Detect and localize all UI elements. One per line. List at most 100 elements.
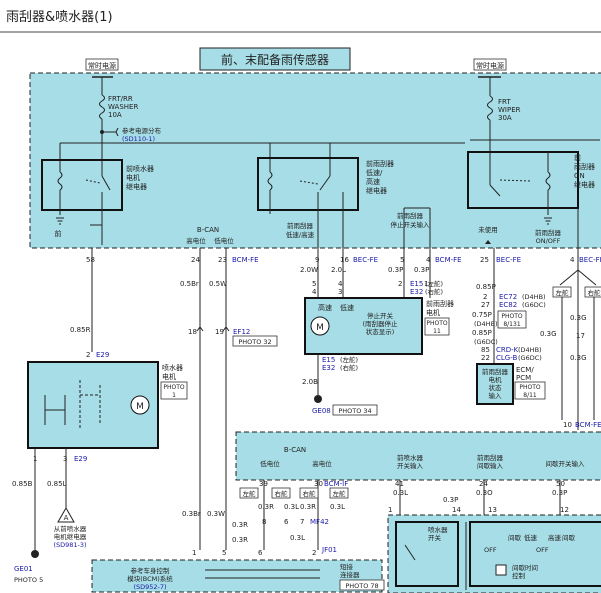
crd-tag: (D4HB) [518, 346, 542, 354]
bcm-l3: (SD952-7) [133, 583, 166, 591]
pin-7: 7 [300, 518, 304, 526]
pin-1-bottom: 1 [192, 549, 196, 557]
junction-l1: 短接 [340, 562, 354, 571]
photo8-131-box [497, 310, 527, 329]
wire-03l-b: 0.3L [284, 503, 299, 511]
photo11-l2: 11 [433, 328, 441, 335]
wire-03r-b: 0.3R [300, 503, 316, 511]
pin-1-sw: 1 [388, 506, 392, 514]
conn-ec82: EC82 [499, 301, 517, 309]
right-hand-tag [271, 487, 291, 499]
photo78: PHOTO 78 [345, 582, 378, 590]
sw-mist: 间歇 [562, 533, 576, 542]
washer-circuit-icon [44, 395, 66, 425]
photo34: PHOTO 34 [338, 407, 371, 415]
zone-banner [199, 47, 351, 71]
pin-22: 22 [481, 354, 490, 362]
left-hand-text: 左舵 [333, 489, 347, 498]
stop-sw-l1: 停止开关 [367, 311, 394, 320]
wire [499, 179, 531, 182]
photo78-box [339, 579, 385, 591]
onoff-l2: ON/OFF [536, 237, 561, 245]
pin-2-ec: 2 [483, 293, 487, 301]
power-label-right-text: 常时电源 [476, 61, 504, 70]
washer-circuit-icon [79, 380, 101, 430]
pin-2-motor: 2 [398, 280, 402, 288]
pin-25: 25 [480, 256, 489, 264]
pin-19: 19 [215, 328, 224, 336]
connector-triangle-icon [57, 506, 75, 523]
fuse-left-l2: WASHER [108, 103, 138, 111]
pin-10: 10 [563, 421, 572, 429]
stop-sw-l3: 状态显示) [366, 327, 395, 336]
ecm-pcm-l2: PCM [516, 374, 531, 382]
wire-03r-c: 0.3R [232, 521, 248, 529]
fuse-right-l1: FRT [498, 98, 511, 106]
conn-bcm-fe: BCM-FE [232, 256, 259, 264]
power-ref-code: (SD110-1) [122, 135, 155, 143]
on-relay-l2: 雨刮器 [574, 162, 595, 171]
photo1-l1: PHOTO [163, 384, 185, 391]
wire [299, 180, 319, 185]
sw-delay: 间歇时间 [512, 563, 538, 572]
right-tag: (右舵) [425, 287, 443, 296]
motor-high-label: 高速 [318, 303, 332, 312]
pin-12: 12 [560, 506, 569, 514]
bcm-zone [235, 431, 601, 481]
wire-03g-c: 0.3G [570, 354, 587, 362]
on-relay-l4: 继电器 [574, 180, 595, 189]
switch-contact-icon [404, 544, 416, 561]
conn-ge01: GE01 [14, 565, 33, 573]
conn-bcm-if: BCM-IF [324, 480, 348, 488]
wire-20b: 2.0B [302, 378, 318, 386]
pin-24: 24 [191, 256, 200, 264]
pin-2-washer: 2 [86, 351, 90, 359]
relay-contact-icon [319, 175, 331, 191]
wiper-switch-box [469, 521, 601, 587]
wire-03p-d: 0.3P [443, 496, 458, 504]
washer-motor-icon [130, 395, 150, 415]
photo1-l2: 1 [172, 392, 176, 399]
rain-sensor-zone [29, 72, 601, 249]
conn-bec-fe-b: BEC-FE [496, 256, 521, 264]
conn-ec72: EC72 [499, 293, 517, 301]
conn-ge08: GE08 [312, 407, 331, 415]
bcm-l2: 模块(BCM)系统 [127, 574, 173, 583]
washer-relay-l3: 继电器 [126, 182, 147, 191]
right-tag-b: (右舵) [340, 363, 358, 372]
ecm-l1: 前雨刮器 [482, 367, 509, 376]
lowhigh-out-l2: 低速/高速 [286, 230, 315, 239]
washer-relay-l1: 前喷水器 [126, 164, 154, 173]
sw-low: 低速 [524, 533, 538, 542]
conn-crd: CRD-K [496, 346, 519, 354]
wiper-motor-l1: 前雨刮器 [426, 299, 454, 308]
fuse-left-symbol [99, 94, 105, 120]
left-tag-b: (左舵) [340, 355, 358, 364]
pin-14: 14 [452, 506, 461, 514]
power-label-left-text: 常时电源 [88, 61, 116, 70]
conn-clg: CLG-B [496, 354, 517, 362]
conn-jf01: JF01 [321, 546, 337, 554]
relay-contact-icon [101, 175, 111, 191]
pin-9: 9 [315, 256, 319, 264]
onoff-l1: 前雨刮器 [535, 228, 562, 237]
pin-3-washer: 3 [63, 455, 67, 463]
left-hand-text: 左舵 [556, 288, 570, 297]
sw-input-l4: 间歇输入 [477, 461, 504, 470]
wire-03r-a: 0.3R [258, 503, 274, 511]
washer-sw-l2: 开关 [428, 533, 442, 542]
relay-coil-icon [545, 171, 551, 191]
pin-4b: 4 [570, 256, 575, 264]
sw-off1: OFF [484, 546, 497, 554]
power-label-left [85, 58, 119, 71]
lowhigh-relay-l4: 继电器 [366, 186, 387, 195]
g6dc-tag: (G6DC) [474, 338, 498, 346]
conn-ef12: EF12 [233, 328, 250, 336]
ecm-l4: 输入 [489, 391, 503, 400]
wire-03o: 0.3O [476, 489, 493, 497]
wire-05w: 0.5W [209, 280, 227, 288]
lowhigh-relay-box [257, 157, 359, 211]
photo8-11-l2: 8/11 [523, 392, 537, 399]
pin-6-b: 6 [284, 518, 289, 526]
